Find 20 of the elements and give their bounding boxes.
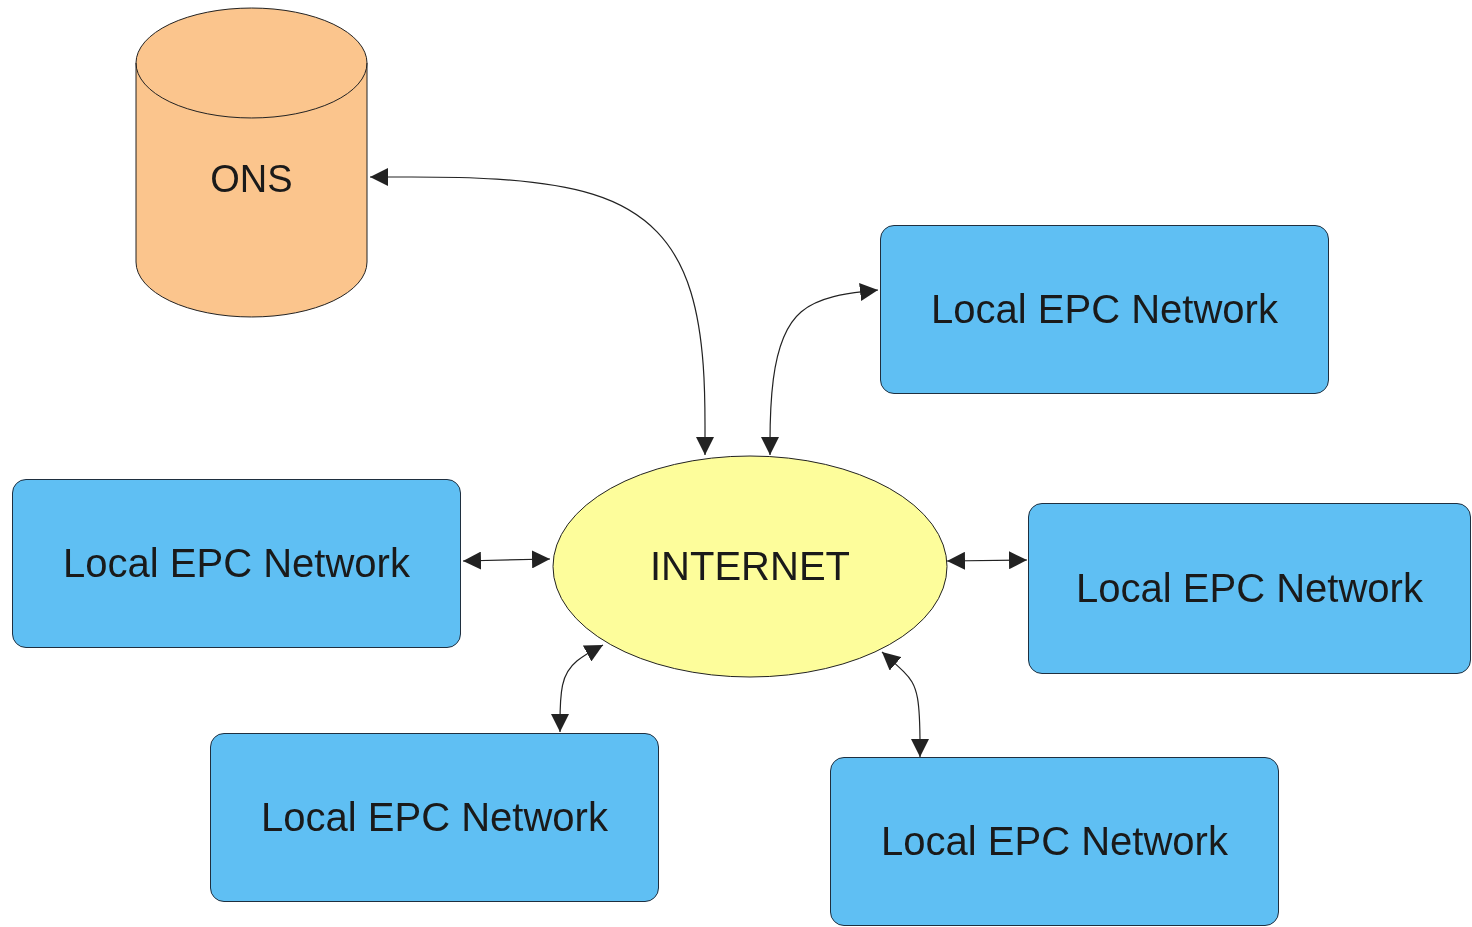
double-arrow (881, 651, 929, 758)
node-label: Local EPC Network (1076, 566, 1423, 611)
double-arrow (946, 551, 1028, 570)
network-box (830, 757, 1279, 926)
double-arrow (551, 644, 604, 733)
double-arrow (369, 168, 714, 456)
node-label: Local EPC Network (261, 795, 608, 840)
double-arrow (761, 283, 879, 456)
node-label: Local EPC Network (931, 287, 1278, 332)
node-label: Local EPC Network (881, 819, 1228, 864)
node-label: INTERNET (650, 544, 850, 589)
double-arrow (462, 550, 551, 570)
node-label: ONS (210, 158, 293, 201)
network-box (880, 225, 1329, 394)
network-box (210, 733, 659, 902)
database-cylinder (135, 8, 368, 317)
network-box (12, 479, 461, 648)
internet-ellipse (552, 455, 948, 678)
node-label: Local EPC Network (63, 541, 410, 586)
network-box (1028, 503, 1471, 674)
